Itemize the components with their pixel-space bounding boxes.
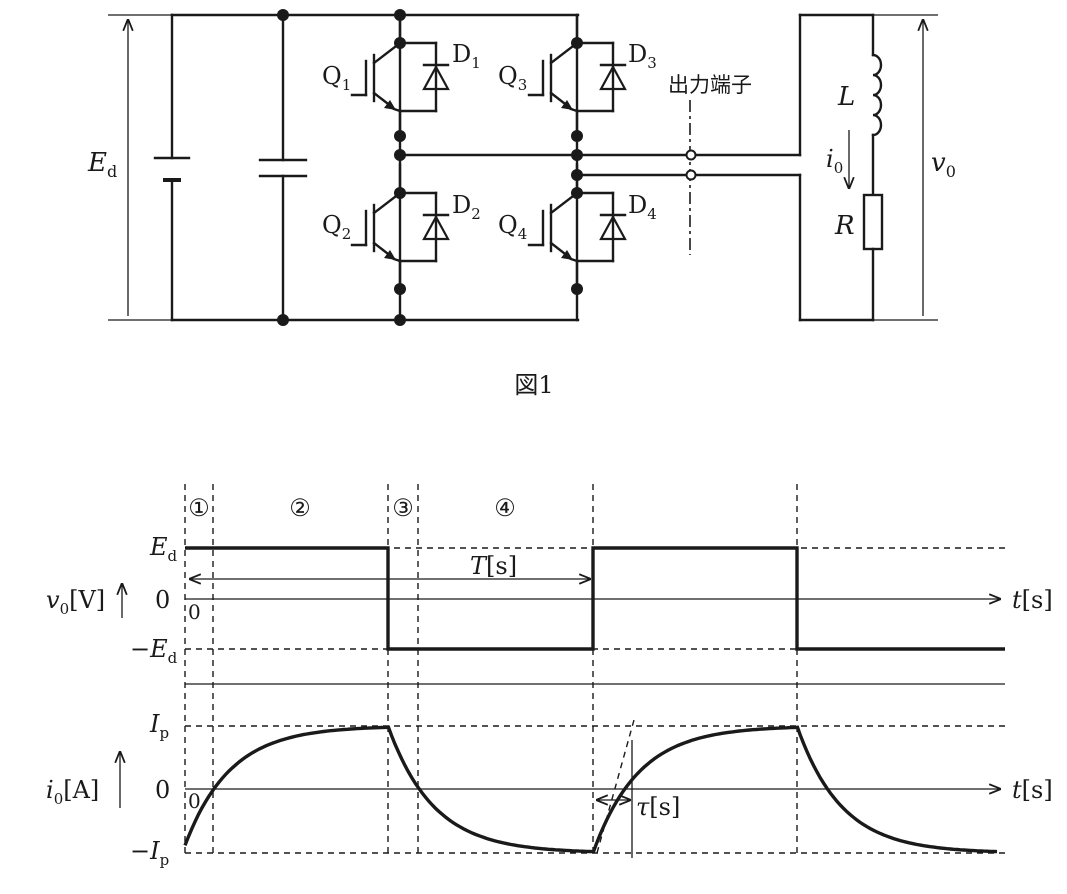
q2-label: Q2	[322, 211, 351, 243]
interval-label-2: ②	[289, 494, 311, 522]
interval-label-4: ④	[494, 494, 516, 522]
d3-label: D3	[628, 40, 657, 72]
voltage-level-low: −Ed	[130, 635, 178, 667]
voltage-waveform	[185, 546, 1005, 651]
voltage-level-high: Ed	[149, 533, 178, 565]
d2-label: D2	[452, 191, 481, 223]
tau-label: τ[s]	[636, 793, 680, 821]
source-label: Ed	[87, 148, 117, 181]
voltage-level-zero: 0	[155, 586, 170, 614]
output-terminal-lower	[685, 169, 697, 181]
voltage-axis-label: v0[V]	[46, 586, 105, 618]
current-level-high: Ip	[149, 710, 169, 742]
q1-label: Q1	[322, 62, 351, 94]
output-terminal-upper	[685, 149, 697, 161]
current-label: i0	[826, 145, 843, 177]
waveform-chart: ① ② ③ ④ T[s] Ed 0 −Ed 0 v0[V] t[s]	[46, 484, 1053, 869]
circuit-diagram: Ed Q1 D1 Q2 D2 Q3 D3 Q4 D4 出力端子 L R i0 v…	[87, 9, 956, 399]
voltage-label: v0	[931, 148, 956, 181]
period-label: T[s]	[470, 552, 517, 580]
d1-label: D1	[452, 40, 481, 72]
capacitor-symbol	[258, 158, 308, 178]
q3-label: Q3	[498, 62, 527, 94]
current-origin-label: 0	[188, 789, 201, 813]
current-time-label: t[s]	[1012, 776, 1053, 804]
interval-label-3: ③	[392, 494, 414, 522]
resistor-label: R	[834, 211, 855, 241]
d4-label: D4	[628, 191, 657, 223]
inductor-label: L	[837, 82, 855, 112]
current-level-zero: 0	[155, 776, 170, 804]
current-level-low: −Ip	[130, 837, 169, 869]
inductor-symbol	[871, 53, 883, 137]
resistor-symbol	[862, 193, 884, 251]
battery-symbol	[153, 156, 191, 182]
current-axis-label: i0[A]	[46, 776, 99, 808]
voltage-time-label: t[s]	[1012, 586, 1053, 614]
q4-label: Q4	[498, 211, 527, 243]
current-panel: τ[s] Ip 0 −Ip 0 i0[A] t[s]	[46, 710, 1053, 869]
output-terminal-label: 出力端子	[668, 73, 752, 97]
voltage-panel: T[s] Ed 0 −Ed 0 v0[V] t[s]	[46, 533, 1053, 667]
voltage-origin-label: 0	[188, 600, 201, 624]
interval-label-1: ①	[188, 494, 210, 522]
figure-caption: 図1	[514, 371, 553, 399]
current-waveform	[183, 725, 998, 854]
